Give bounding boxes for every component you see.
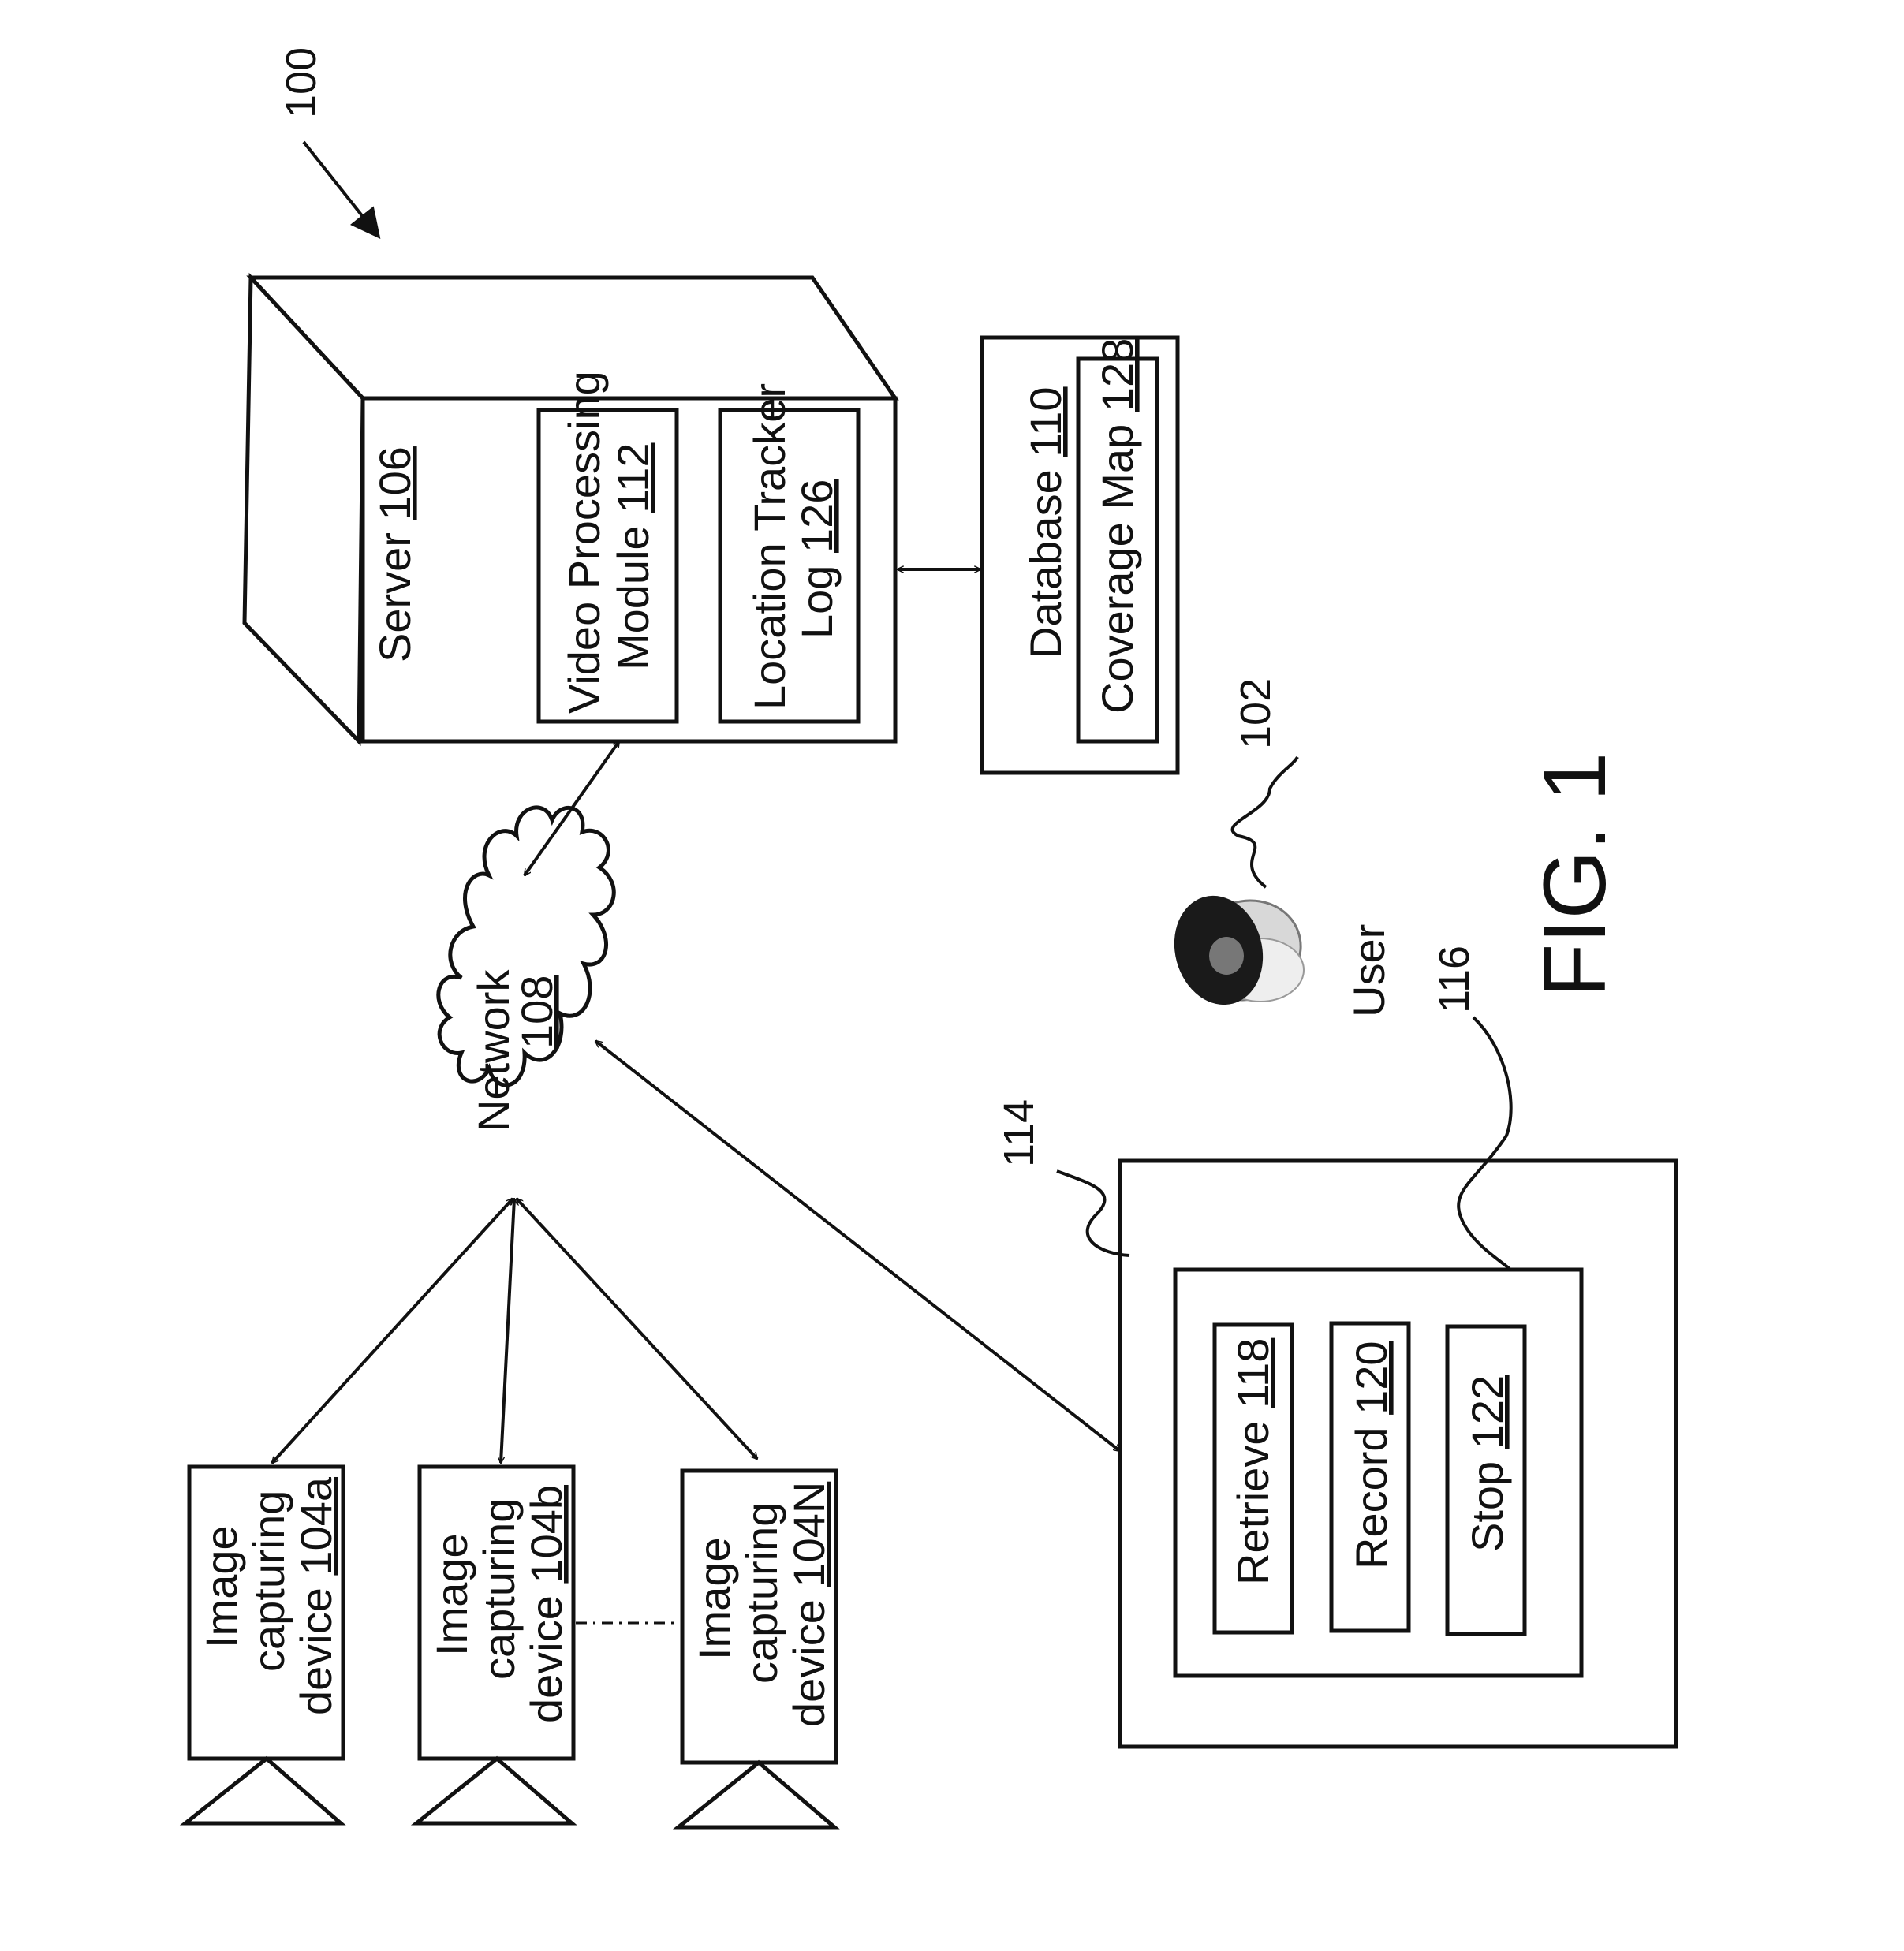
svg-text:Image: Image (427, 1533, 476, 1656)
record-button[interactable]: Record 120 (1331, 1323, 1409, 1631)
camera-104a: Image capturing device 104a (185, 1467, 343, 1823)
svg-text:capturing: capturing (737, 1502, 786, 1684)
network-ref: 108 (512, 976, 562, 1049)
retrieve-button[interactable]: Retrieve 118 (1215, 1325, 1292, 1632)
database: Database 110 Coverage Map 128 (982, 338, 1178, 773)
system-ref-arrow (304, 142, 379, 237)
video-processing-module: Video Processing Module 112 (539, 371, 677, 722)
camera-104n: Image capturing device 104N (678, 1471, 836, 1827)
server: Server 106 Video Processing Module 112 L… (245, 278, 895, 741)
svg-text:Module 112: Module 112 (608, 442, 658, 670)
svg-text:Coverage Map 128: Coverage Map 128 (1092, 338, 1142, 714)
stop-button[interactable]: Stop 122 (1447, 1326, 1525, 1634)
user-label: User (1344, 924, 1394, 1017)
location-tracker-log: Location Tracker Log 126 (720, 383, 858, 722)
network-camera-a-link (272, 1199, 513, 1463)
camera-104b: Image capturing device 104b (416, 1467, 573, 1823)
network-camera-b-link (501, 1199, 514, 1463)
figure-label: FIG. 1 (1525, 752, 1624, 998)
svg-text:Log 126: Log 126 (792, 479, 842, 639)
svg-text:Retrieve 118: Retrieve 118 (1228, 1338, 1278, 1585)
user-ref: 102 (1232, 678, 1279, 749)
network-cloud: Network 108 (439, 808, 614, 1132)
server-label: Server 106 (370, 446, 420, 662)
svg-text:capturing: capturing (244, 1490, 293, 1672)
svg-text:capturing: capturing (474, 1498, 524, 1680)
network-label: Network (469, 969, 518, 1132)
user-figure (1163, 886, 1315, 1015)
svg-text:device 104b: device 104b (521, 1485, 571, 1723)
svg-text:Image: Image (689, 1537, 739, 1660)
network-camera-n-link (517, 1199, 757, 1459)
control-panel-ref: 116 (1431, 946, 1478, 1013)
svg-text:Location Tracker: Location Tracker (745, 383, 794, 710)
client-device-ref: 114 (995, 1099, 1043, 1167)
system-ref-label: 100 (278, 47, 325, 118)
svg-text:Record 120: Record 120 (1346, 1341, 1396, 1569)
svg-text:Stop 122: Stop 122 (1462, 1375, 1512, 1552)
svg-text:device 104N: device 104N (784, 1482, 834, 1727)
svg-text:device 104a: device 104a (291, 1476, 341, 1715)
database-label: Database 110 (1021, 386, 1070, 658)
svg-text:Image: Image (196, 1525, 246, 1648)
control-panel: Retrieve 118 Record 120 Stop 122 (1175, 1270, 1581, 1676)
user-ref-leader (1233, 757, 1297, 887)
svg-text:Video Processing: Video Processing (559, 371, 609, 714)
coverage-map: Coverage Map 128 (1078, 338, 1157, 741)
client-device: Retrieve 118 Record 120 Stop 122 (1120, 1161, 1676, 1747)
